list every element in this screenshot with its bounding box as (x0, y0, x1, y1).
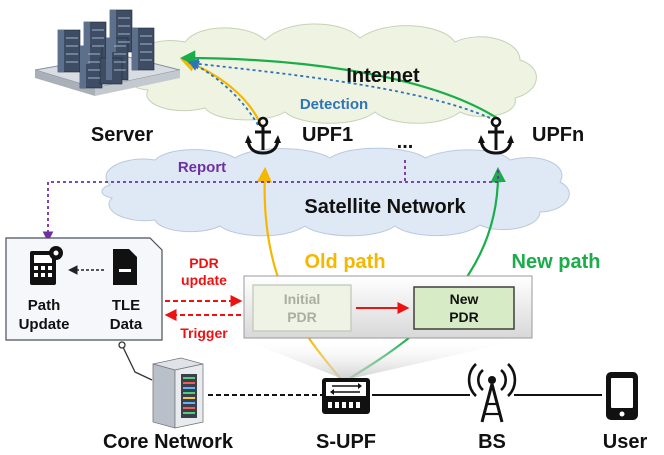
upf-ellipsis: ... (397, 131, 414, 153)
anchor-icon (478, 116, 514, 155)
pdr-update-label-line2: update (181, 272, 227, 288)
trigger-label: Trigger (180, 325, 228, 341)
internet-label: Internet (346, 65, 420, 87)
core-network-label: Core Network (103, 431, 234, 453)
supf-projection (240, 338, 530, 380)
path-update-label-line2: Update (19, 316, 70, 333)
antenna-tower-icon (467, 363, 517, 423)
path-update-label-line1: Path (28, 297, 61, 314)
anchor-icon (245, 116, 281, 155)
bs-label: BS (478, 431, 506, 453)
pdr-update-label-line1: PDR (189, 255, 219, 271)
new-pdr-label-line2: PDR (449, 309, 479, 325)
new-path-upper-line (179, 50, 498, 119)
detection-line-upfn (187, 58, 491, 119)
server-label: Server (91, 124, 153, 146)
calculator-gear-icon (30, 246, 63, 285)
upfn-label: UPFn (532, 124, 584, 146)
network-switch-icon (322, 378, 370, 414)
user-label: User (603, 431, 648, 453)
satellite-cloud (101, 147, 570, 237)
server-tower-icon (152, 357, 204, 429)
satellite-network-label: Satellite Network (304, 196, 466, 218)
panel-connector (121, 344, 153, 381)
report-label: Report (178, 159, 226, 176)
internet-cloud (128, 23, 537, 124)
tle-data-label-line2: Data (110, 316, 143, 333)
detection-label: Detection (300, 96, 368, 113)
old-path-label: Old path (304, 251, 385, 273)
s-upf-label: S-UPF (316, 431, 376, 453)
initial-pdr-label-line2: PDR (287, 309, 317, 325)
document-icon (113, 249, 137, 285)
new-pdr-label-line1: New (450, 291, 479, 307)
initial-pdr-label-line1: Initial (284, 291, 321, 307)
report-line (42, 170, 499, 243)
smartphone-icon (606, 372, 638, 420)
initial-pdr-box (252, 284, 352, 332)
new-pdr-box (413, 286, 515, 330)
server-rack-icon (34, 9, 181, 96)
new-path-label: New path (512, 251, 601, 273)
upf1-label: UPF1 (302, 124, 353, 146)
tle-data-label-line1: TLE (112, 297, 140, 314)
